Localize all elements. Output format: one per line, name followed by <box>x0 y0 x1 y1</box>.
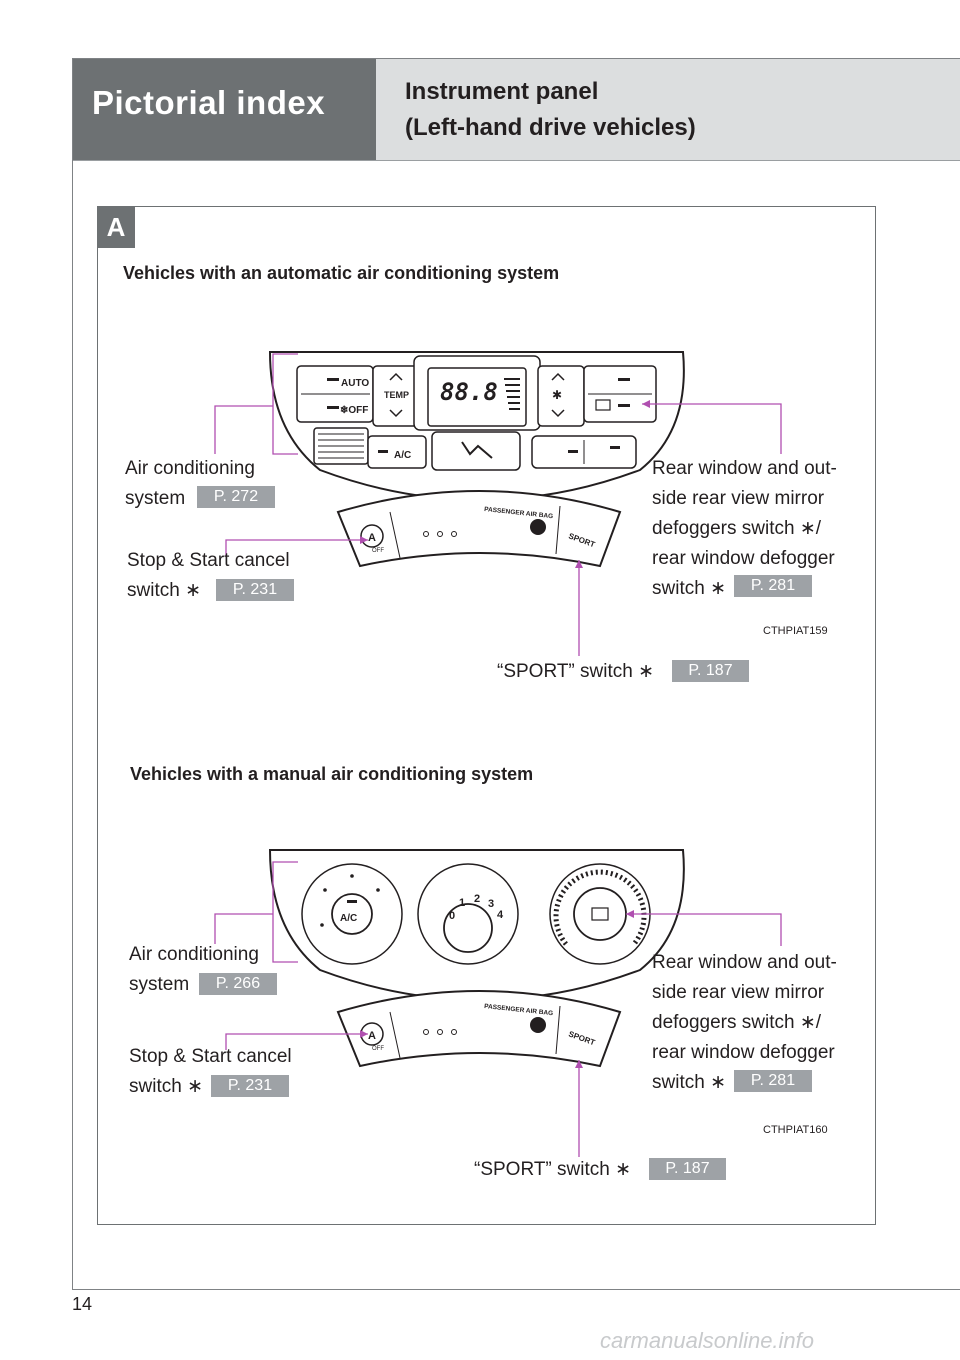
temp-label: TEMP <box>384 390 409 400</box>
watermark: carmanualsonline.info <box>600 1328 815 1353</box>
manual-rear-label-line-1: Rear window and out- <box>652 952 837 973</box>
manual-rear-defog-icon <box>591 907 609 921</box>
fan-level-bars <box>504 378 520 410</box>
manual-rear-defogger-label: Rear window and out- side rear view mirr… <box>652 948 837 1098</box>
auto-button-label: AUTO <box>341 378 369 389</box>
manual-image-code: CTHPIAT160 <box>763 1124 828 1136</box>
off-button-label: ❄OFF <box>340 405 368 416</box>
auto-sport-page-ref[interactable]: P. 187 <box>672 660 749 682</box>
auto-ac-system-label: Air conditioning system <box>125 454 255 514</box>
manual-rear-label-line-4: rear window defogger <box>652 1042 835 1063</box>
manual-ac-system-label: Air conditioning system <box>129 940 259 1000</box>
temp-display: 88.8 <box>440 378 498 406</box>
auto-stop-start-label: Stop & Start cancel switch ∗ <box>127 546 290 606</box>
auto-image-code: CTHPIAT159 <box>763 625 828 637</box>
page-frame-bottom <box>72 1289 960 1290</box>
manual-rear-label-line-2: side rear view mirror <box>652 982 825 1003</box>
auto-stop-page-ref[interactable]: P. 231 <box>216 579 294 601</box>
header-section-block <box>73 59 376 160</box>
rear-defog-icon <box>595 399 611 411</box>
manual-stop-label-line-2: switch ∗ <box>129 1076 203 1097</box>
manual-stop-start-label: Stop & Start cancel switch ∗ <box>129 1042 292 1102</box>
fan-speed-4: 4 <box>497 909 504 921</box>
auto-rear-label-line-1: Rear window and out- <box>652 458 837 479</box>
auto-rear-defogger-label: Rear window and out- side rear view mirr… <box>652 454 837 604</box>
svg-text:A: A <box>368 1030 376 1042</box>
manual-ac-button-label: A/C <box>340 913 357 924</box>
manual-rear-label-line-3: defoggers switch ∗/ <box>652 1012 822 1033</box>
auto-ac-label-line-1: Air conditioning <box>125 458 255 479</box>
auto-rear-page-ref[interactable]: P. 281 <box>734 575 812 597</box>
fan-speed-1: 1 <box>459 897 465 909</box>
manual-ac-heading: Vehicles with a manual air conditioning … <box>130 764 534 784</box>
a-off-label: OFF <box>372 548 384 554</box>
fan-speed-3: 3 <box>488 898 494 910</box>
auto-stop-label-line-1: Stop & Start cancel <box>127 550 290 571</box>
auto-rear-label-line-4: rear window defogger <box>652 548 835 569</box>
fan-icon: ✱ <box>552 388 562 402</box>
svg-text:A: A <box>368 532 376 544</box>
section-title: Pictorial index <box>92 84 326 121</box>
manual-rear-page-ref[interactable]: P. 281 <box>734 1070 812 1092</box>
auto-ac-page-ref[interactable]: P. 272 <box>197 486 275 508</box>
subtitle-line-2: (Left-hand drive vehicles) <box>405 114 696 141</box>
header-divider <box>73 160 960 161</box>
manual-callout-lines <box>214 861 782 1157</box>
auto-stop-label-line-2: switch ∗ <box>127 580 201 601</box>
ac-button-label: A/C <box>394 450 411 461</box>
page-number: 14 <box>72 1294 93 1314</box>
manual-sport-page-ref[interactable]: P. 187 <box>649 1158 726 1180</box>
auto-ac-heading: Vehicles with an automatic air condition… <box>123 263 560 283</box>
manual-a-off-label: OFF <box>372 1046 384 1052</box>
page-frame-left <box>72 58 73 1290</box>
auto-callout-lines <box>214 353 782 656</box>
section-box <box>97 206 876 1225</box>
manual-stop-page-ref[interactable]: P. 231 <box>211 1075 289 1097</box>
manual-ac-page-ref[interactable]: P. 266 <box>199 973 277 995</box>
manual-ac-label-line-2: system <box>129 974 190 995</box>
mode-icon <box>461 441 493 459</box>
manual-ac-label-line-1: Air conditioning <box>129 944 259 965</box>
fan-speed-2: 2 <box>474 893 480 905</box>
fan-speed-0: 0 <box>449 910 455 922</box>
page-subtitle: Instrument panel (Left-hand drive vehicl… <box>405 74 696 146</box>
manual-rear-label-line-5: switch ∗ <box>652 1072 726 1093</box>
section-letter-tag: A <box>97 206 135 248</box>
auto-sport-label: “SPORT” switch ∗ <box>497 661 655 682</box>
auto-rear-label-line-2: side rear view mirror <box>652 488 825 509</box>
manual-stop-label-line-1: Stop & Start cancel <box>129 1046 292 1067</box>
auto-rear-label-line-5: switch ∗ <box>652 578 726 599</box>
page-frame-top <box>72 58 960 59</box>
header-subtitle-block <box>376 59 960 160</box>
subtitle-line-1: Instrument panel <box>405 78 599 105</box>
auto-rear-label-line-3: defoggers switch ∗/ <box>652 518 822 539</box>
manual-sport-label: “SPORT” switch ∗ <box>474 1159 632 1180</box>
auto-ac-label-line-2: system <box>125 488 186 509</box>
